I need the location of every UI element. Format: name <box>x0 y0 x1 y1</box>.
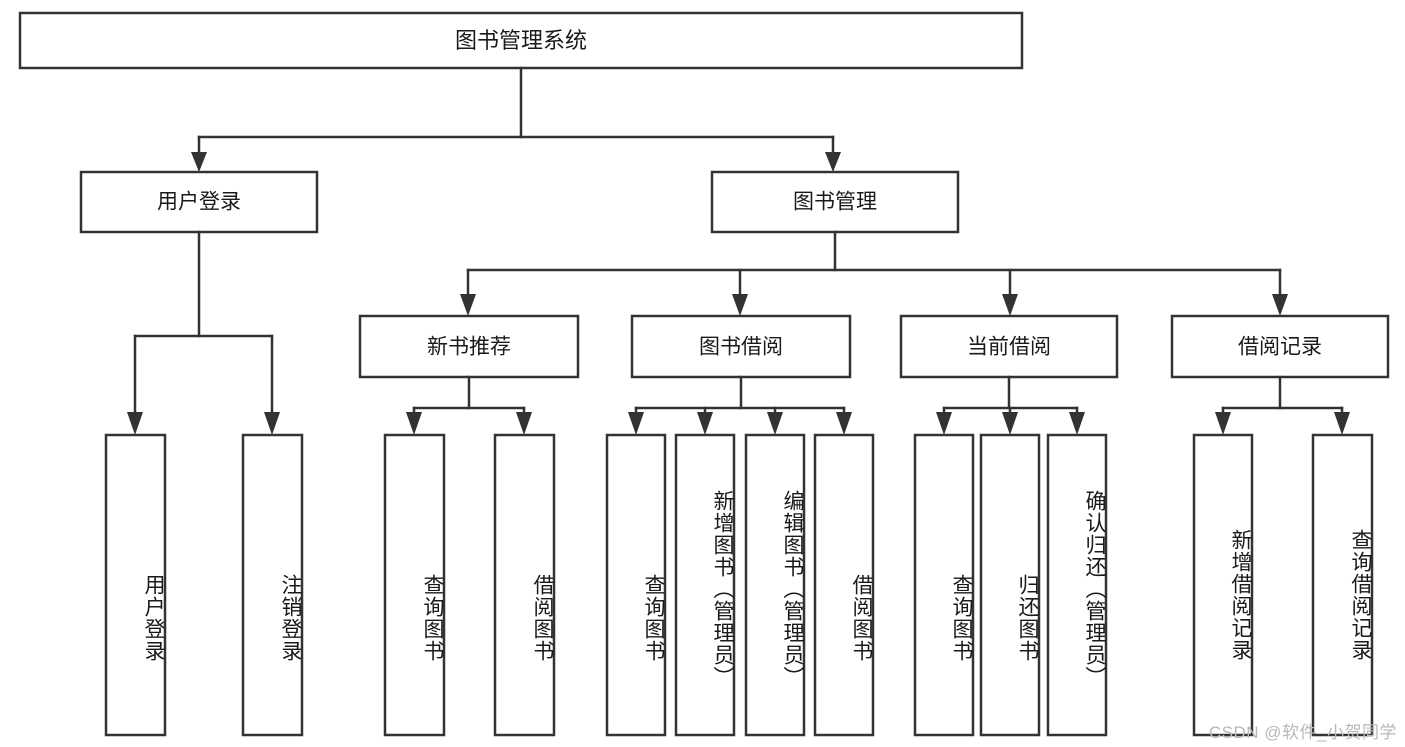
arrow-to-leaf-add-book <box>697 412 713 435</box>
leaf-box-return-book[interactable] <box>979 433 1041 737</box>
edge-book-management-bus <box>466 230 1282 302</box>
node-new-book-recommend-box[interactable] <box>358 314 580 379</box>
leaf-box-borrow-book-2[interactable] <box>813 433 875 737</box>
arrow-to-leaf-query-record <box>1334 412 1350 435</box>
node-root-label: 图书管理系统 <box>455 28 587 53</box>
arrow-to-leaf-return-book <box>1002 412 1018 435</box>
node-current-borrow-label: 当前借阅 <box>967 336 1051 359</box>
node-current-borrow[interactable]: 当前借阅 <box>899 314 1119 379</box>
leaf-box-add-book[interactable] <box>674 433 736 737</box>
edge-user-login-bus <box>133 230 274 420</box>
leaf-box-logout[interactable] <box>241 433 304 737</box>
arrow-to-book-mgmt <box>825 152 841 172</box>
leaf-box-borrow-book-1[interactable] <box>493 433 556 737</box>
arrow-to-leaf-add-record <box>1215 412 1231 435</box>
arrow-to-new-book-rec <box>460 294 476 316</box>
leaf-box-add-record[interactable] <box>1192 433 1254 737</box>
edge-book-borrow-bus <box>634 375 846 420</box>
arrow-to-borrow-record <box>1272 294 1288 316</box>
leaf-box-edit-book[interactable] <box>744 433 806 737</box>
arrow-to-leaf-query-book-1 <box>406 412 422 435</box>
edge-new-book-recommend-bus <box>412 375 526 420</box>
arrow-to-current-borrow <box>1002 294 1018 316</box>
node-book-borrow[interactable]: 图书借阅 <box>630 314 852 379</box>
node-book-management[interactable]: 图书管理 <box>710 170 960 234</box>
node-borrow-record-label: 借阅记录 <box>1238 336 1322 359</box>
arrow-to-leaf-edit-book <box>767 412 783 435</box>
leaf-box-confirm-return[interactable] <box>1046 433 1108 737</box>
arrow-to-leaf-borrow-book-1 <box>516 412 532 435</box>
node-root[interactable]: 图书管理系统 <box>18 11 1024 70</box>
arrow-to-user-login <box>191 152 207 172</box>
node-borrow-record[interactable]: 借阅记录 <box>1170 314 1390 379</box>
node-root-box[interactable] <box>18 11 1024 70</box>
edge-current-borrow-bus <box>942 375 1079 420</box>
node-book-management-label: 图书管理 <box>793 191 877 214</box>
edge-borrow-record-bus <box>1221 375 1344 420</box>
leaf-box-query-book-1[interactable] <box>383 433 446 737</box>
node-user-login-box[interactable] <box>79 170 319 234</box>
edge-root-bus <box>197 66 835 160</box>
arrow-to-leaf-borrow-book-2 <box>836 412 852 435</box>
csdn-watermark: CSDN @软件_小贺同学 <box>1208 723 1397 742</box>
arrow-to-leaf-query-book-2 <box>628 412 644 435</box>
arrow-to-leaf-confirm-return <box>1069 412 1085 435</box>
node-book-borrow-label: 图书借阅 <box>699 336 783 359</box>
leaf-box-user-login[interactable] <box>104 433 167 737</box>
arrow-to-book-borrow <box>732 294 748 316</box>
node-new-book-recommend[interactable]: 新书推荐 <box>358 314 580 379</box>
leaf-box-query-book-3[interactable] <box>913 433 975 737</box>
leaf-box-query-record[interactable] <box>1311 433 1374 737</box>
leaf-box-query-book-2[interactable] <box>605 433 667 737</box>
arrow-to-leaf-query-book-3 <box>936 412 952 435</box>
node-new-book-recommend-label: 新书推荐 <box>427 336 511 359</box>
node-user-login-label: 用户登录 <box>157 191 241 214</box>
node-user-login[interactable]: 用户登录 <box>79 170 319 234</box>
arrow-to-leaf-logout <box>264 412 280 435</box>
arrow-to-leaf-user-login <box>127 412 143 435</box>
node-current-borrow-box[interactable] <box>899 314 1119 379</box>
